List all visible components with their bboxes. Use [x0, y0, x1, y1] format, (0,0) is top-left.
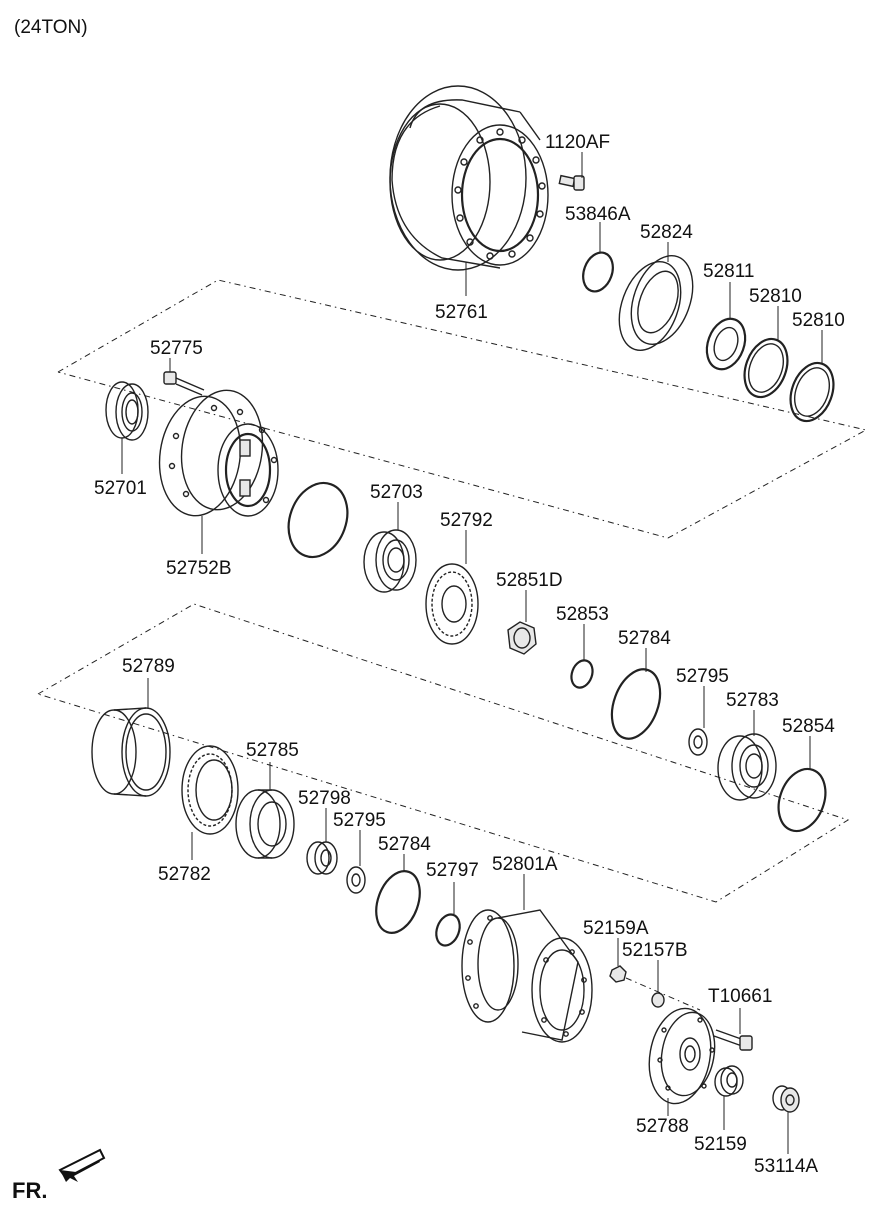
ring-gear-housing — [91, 707, 171, 797]
snap-ring-b — [777, 767, 827, 833]
planet-bearing — [717, 733, 777, 801]
part-label: 52797 — [426, 860, 479, 881]
part-label: 52853 — [556, 604, 609, 625]
part-label: 52159 — [694, 1134, 747, 1155]
group-boundary-lower — [37, 603, 850, 903]
part-label: 52851D — [496, 570, 563, 591]
part-label: 52775 — [150, 338, 203, 359]
planetary-carrier — [461, 909, 593, 1043]
part-label: 52810 — [792, 310, 845, 331]
o-ring — [582, 251, 614, 293]
needle-roller — [306, 841, 338, 875]
inner-ring — [705, 317, 747, 371]
oil-seal — [618, 255, 694, 351]
retaining-ring-b — [375, 870, 421, 934]
spacer-washer-a — [688, 728, 708, 756]
ring-gear — [181, 745, 239, 835]
part-label: 52810 — [749, 286, 802, 307]
part-label: 52788 — [636, 1116, 689, 1137]
part-label: 52701 — [94, 478, 147, 499]
part-label: 52784 — [378, 834, 431, 855]
thrust-washer — [570, 659, 594, 689]
shim-ring-2 — [789, 361, 835, 423]
part-label: 53846A — [565, 204, 631, 225]
sun-gear — [425, 563, 479, 645]
hub-bearing-outer — [105, 381, 149, 441]
part-number-labels: 1120AF 53846A 52824 52811 52810 52810 52… — [94, 132, 845, 1177]
hub-bearing-inner — [363, 529, 417, 593]
part-label: 52854 — [782, 716, 835, 737]
capacity-label: (24TON) — [14, 17, 88, 38]
spacer-washer-b — [346, 866, 366, 894]
brake-drum — [389, 85, 549, 271]
part-label: 1120AF — [545, 132, 610, 153]
retaining-ring-a — [610, 668, 662, 740]
part-label: 52782 — [158, 864, 211, 885]
part-label: 52159A — [583, 918, 649, 939]
lock-nut — [507, 621, 537, 655]
hub-bolt — [163, 371, 205, 396]
small-snap-ring — [435, 913, 461, 947]
hub-cover — [648, 1007, 716, 1105]
wheel-bolt — [558, 174, 585, 191]
part-label: 52783 — [726, 690, 779, 711]
part-label: 52789 — [122, 656, 175, 677]
part-label: 52785 — [246, 740, 299, 761]
part-label: 52761 — [435, 302, 488, 323]
snap-ring — [287, 481, 349, 559]
spring-washer — [651, 992, 665, 1008]
small-nut — [609, 965, 627, 983]
front-direction-label: FR. — [12, 1178, 47, 1203]
planet-gear — [235, 789, 295, 859]
part-label: 52784 — [618, 628, 671, 649]
part-label: 52795 — [333, 810, 386, 831]
wheel-hub — [158, 389, 279, 517]
front-arrow-icon — [58, 1148, 106, 1182]
assembly-axis — [625, 977, 701, 1011]
drain-plug — [772, 1085, 800, 1113]
part-label: 52792 — [440, 510, 493, 531]
part-label: 53114A — [754, 1156, 818, 1177]
cover-seal — [714, 1065, 744, 1097]
part-label: 52824 — [640, 222, 693, 243]
shim-ring-1 — [743, 337, 789, 399]
part-label: 52795 — [676, 666, 729, 687]
part-label: 52157B — [622, 940, 688, 961]
part-label: 52798 — [298, 788, 351, 809]
part-label: 52811 — [703, 261, 754, 282]
cover-bolt — [713, 1029, 753, 1051]
part-label: 52752B — [166, 558, 232, 579]
part-label: T10661 — [708, 986, 772, 1007]
part-label: 52703 — [370, 482, 423, 503]
part-label: 52801A — [492, 854, 558, 875]
